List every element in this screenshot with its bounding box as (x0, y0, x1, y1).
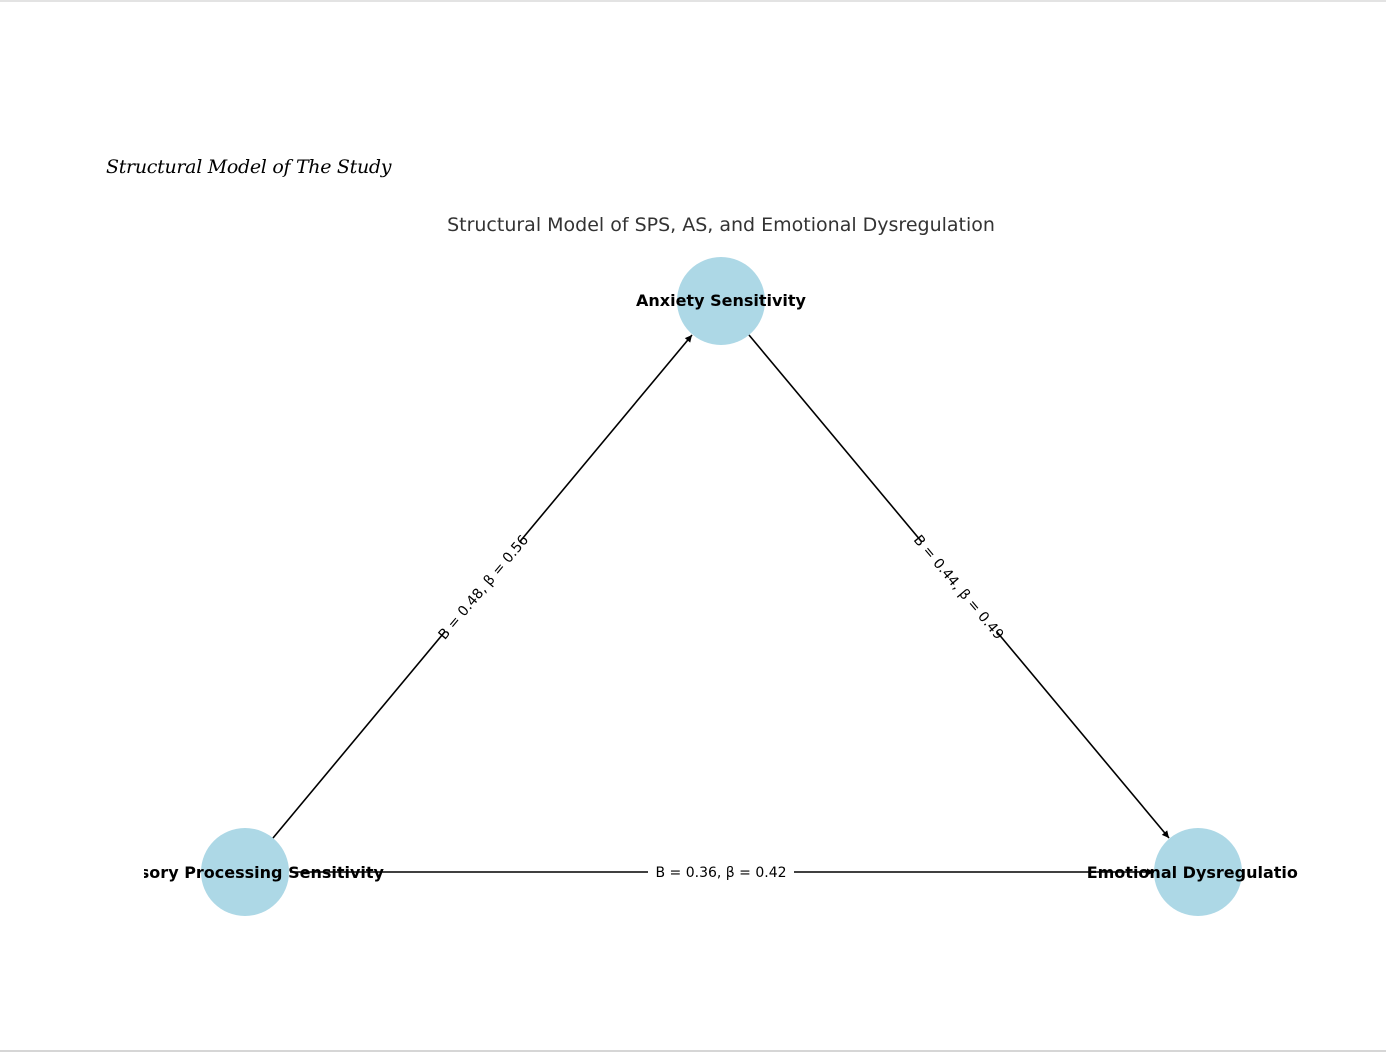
edge-label-as-to-ed: B = 0.44, β = 0.49 (910, 532, 1006, 643)
node-label-sensory-processing-sensitivity: Sensory Processing Sensitivity (106, 863, 385, 882)
node-label-emotional-dysregulation: Emotional Dysregulation (1087, 863, 1310, 882)
figure-caption: Structural Model of The Study (106, 156, 392, 178)
node-anxiety-sensitivity (677, 257, 765, 345)
edge-label-bg-as-to-ed (914, 536, 1004, 638)
edge-label-bg-sps-to-ed (648, 862, 794, 882)
bottom-border (0, 1050, 1386, 1052)
edge-label-sps-to-ed: B = 0.36, β = 0.42 (655, 865, 786, 881)
edge-label-sps-to-as: B = 0.48, β = 0.56 (436, 532, 533, 643)
edge-label-bg-sps-to-as (438, 536, 528, 638)
node-emotional-dysregulation (1154, 828, 1242, 916)
diagram-title: Structural Model of SPS, AS, and Emotion… (447, 214, 995, 236)
node-label-anxiety-sensitivity: Anxiety Sensitivity (636, 291, 807, 310)
node-sensory-processing-sensitivity (201, 828, 289, 916)
top-border (0, 0, 1386, 2)
